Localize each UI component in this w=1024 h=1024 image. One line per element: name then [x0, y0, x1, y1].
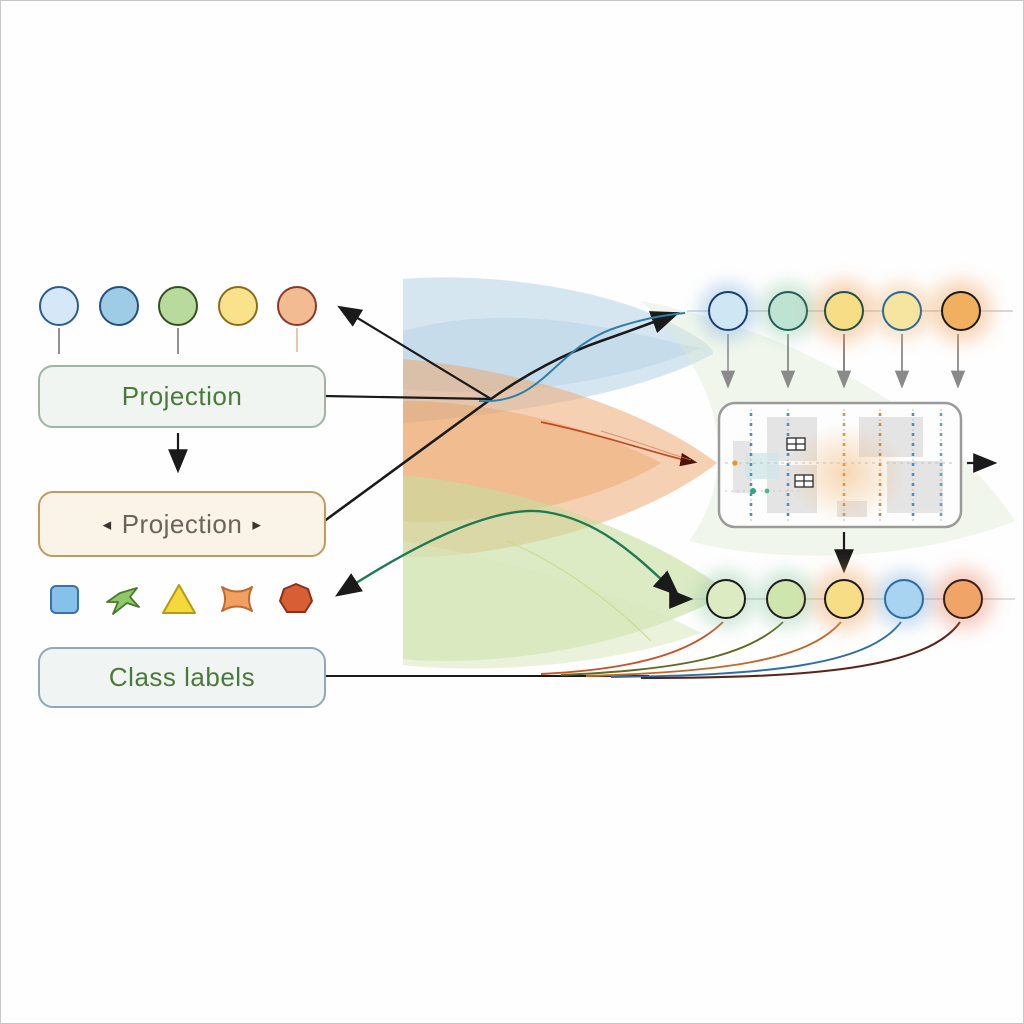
class-label-fan-curves	[323, 621, 961, 680]
embedded-token-3	[824, 291, 864, 331]
input-token-2	[99, 286, 139, 326]
projection-box-mid: ◂ Projection ▸	[38, 491, 326, 557]
input-token-5	[277, 286, 317, 326]
output-token-2	[766, 579, 806, 619]
yellow-triangle-icon	[159, 579, 199, 619]
input-token-stems	[58, 328, 298, 354]
output-token-1	[706, 579, 746, 619]
embedded-token-4	[882, 291, 922, 331]
junction-arrows	[322, 305, 686, 524]
input-token-4	[218, 286, 258, 326]
blue-rounded-square-icon	[44, 579, 84, 619]
red-flow-arrow	[540, 421, 698, 467]
embedded-token-1	[708, 291, 748, 331]
tiny-table-glyphs	[786, 437, 814, 488]
green-flow-double-arrow	[334, 509, 680, 642]
right-arrow-glyph-icon: ▸	[252, 515, 262, 534]
left-arrow-glyph-icon: ◂	[102, 515, 112, 534]
orange-concave-star-icon	[217, 579, 257, 619]
input-token-3	[158, 286, 198, 326]
feature-grid-box	[717, 401, 963, 529]
class-labels-box: Class labels	[38, 647, 326, 708]
embedded-token-5	[941, 291, 981, 331]
output-token-3	[824, 579, 864, 619]
input-token-1	[39, 286, 79, 326]
class-labels-box-label: Class labels	[108, 662, 256, 692]
red-heptagon-icon	[276, 579, 316, 619]
projection-box-top: Projection	[38, 365, 326, 428]
projection-box-top-label: Projection	[121, 381, 243, 411]
grid-box-output-arrows	[834, 453, 998, 574]
projection-box-mid-label: Projection	[121, 508, 243, 539]
output-token-4	[884, 579, 924, 619]
green-arrow-marker-icon	[102, 579, 142, 619]
output-token-5	[943, 579, 983, 619]
embedded-token-2	[768, 291, 808, 331]
